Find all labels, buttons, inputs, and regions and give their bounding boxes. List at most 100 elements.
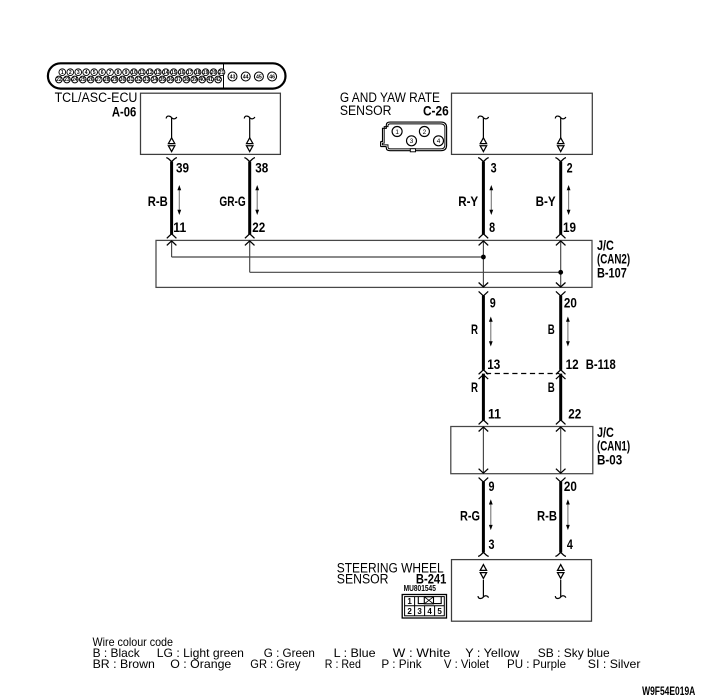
- svg-text:9: 9: [490, 294, 496, 310]
- svg-text:Y : Yellow: Y : Yellow: [465, 646, 520, 660]
- svg-text:3: 3: [489, 536, 495, 552]
- svg-text:3: 3: [417, 607, 422, 616]
- svg-text:22: 22: [568, 405, 581, 421]
- svg-text:15: 15: [171, 70, 177, 76]
- svg-text:L : Blue: L : Blue: [334, 646, 376, 660]
- svg-text:R : Red: R : Red: [325, 657, 361, 671]
- svg-text:10: 10: [131, 70, 137, 76]
- svg-text:GR-G: GR-G: [219, 193, 245, 209]
- svg-text:33: 33: [144, 77, 150, 83]
- svg-text:B: B: [548, 379, 555, 395]
- svg-text:B: B: [548, 321, 555, 337]
- svg-text:B-Y: B-Y: [536, 193, 557, 209]
- svg-text:45: 45: [256, 74, 262, 80]
- svg-text:W9F54E019A: W9F54E019A: [642, 686, 695, 698]
- svg-text:J/C: J/C: [597, 237, 614, 253]
- svg-text:7: 7: [109, 70, 112, 76]
- svg-text:B-03: B-03: [597, 452, 622, 468]
- svg-text:2: 2: [407, 607, 412, 616]
- svg-text:2: 2: [423, 129, 427, 136]
- svg-text:4: 4: [85, 70, 88, 76]
- svg-text:TCL/ASC-ECU: TCL/ASC-ECU: [55, 90, 138, 105]
- svg-text:4: 4: [437, 138, 441, 145]
- svg-text:26: 26: [88, 77, 94, 83]
- svg-text:G AND YAW RATE: G AND YAW RATE: [340, 90, 440, 105]
- svg-text:LG : Light green: LG : Light green: [157, 646, 244, 660]
- svg-text:4: 4: [567, 536, 573, 552]
- svg-text:R-G: R-G: [460, 507, 480, 523]
- svg-text:3: 3: [410, 138, 414, 145]
- svg-text:SB : Sky blue: SB : Sky blue: [538, 646, 610, 660]
- svg-text:J/C: J/C: [597, 424, 614, 440]
- svg-text:2: 2: [69, 70, 72, 76]
- svg-text:44: 44: [243, 74, 249, 80]
- svg-text:3: 3: [491, 160, 497, 176]
- svg-text:19: 19: [563, 219, 576, 235]
- svg-text:25: 25: [80, 77, 86, 83]
- svg-text:G : Green: G : Green: [264, 646, 315, 660]
- svg-text:18: 18: [195, 70, 201, 76]
- svg-text:32: 32: [136, 77, 142, 83]
- svg-text:29: 29: [112, 77, 118, 83]
- svg-text:40: 40: [199, 77, 205, 83]
- svg-text:3: 3: [77, 70, 80, 76]
- svg-text:BR : Brown: BR : Brown: [93, 657, 155, 671]
- svg-text:11: 11: [139, 70, 145, 76]
- svg-text:SENSOR: SENSOR: [337, 571, 389, 586]
- svg-text:46: 46: [269, 74, 275, 80]
- svg-text:R: R: [471, 379, 478, 395]
- svg-text:(CAN2): (CAN2): [597, 251, 630, 267]
- svg-text:V : Violet: V : Violet: [444, 657, 490, 671]
- svg-text:16: 16: [179, 70, 185, 76]
- svg-text:W : White: W : White: [393, 646, 451, 660]
- svg-text:GR : Grey: GR : Grey: [250, 657, 300, 671]
- svg-text:PU : Purple: PU : Purple: [507, 657, 566, 671]
- svg-text:39: 39: [191, 77, 197, 83]
- svg-text:STEERING WHEEL: STEERING WHEEL: [337, 560, 444, 575]
- svg-text:5: 5: [93, 70, 96, 76]
- svg-text:23: 23: [64, 77, 70, 83]
- svg-text:1: 1: [395, 129, 399, 136]
- svg-text:37: 37: [176, 77, 182, 83]
- svg-text:31: 31: [128, 77, 134, 83]
- svg-text:36: 36: [168, 77, 174, 83]
- svg-text:R-B: R-B: [148, 193, 168, 209]
- svg-text:34: 34: [152, 77, 158, 83]
- svg-text:13: 13: [155, 70, 161, 76]
- svg-text:B-241: B-241: [416, 570, 447, 586]
- svg-text:1: 1: [61, 70, 64, 76]
- svg-text:C-26: C-26: [423, 102, 449, 118]
- svg-text:6: 6: [101, 70, 104, 76]
- svg-text:35: 35: [160, 77, 166, 83]
- svg-text:20: 20: [211, 70, 217, 76]
- svg-text:17: 17: [187, 70, 193, 76]
- svg-text:28: 28: [104, 77, 110, 83]
- svg-text:SENSOR: SENSOR: [340, 103, 392, 118]
- svg-text:38: 38: [255, 160, 268, 176]
- svg-text:12: 12: [147, 70, 153, 76]
- svg-text:20: 20: [564, 478, 577, 494]
- svg-text:9: 9: [125, 70, 128, 76]
- svg-text:13: 13: [487, 356, 500, 372]
- svg-text:A-06: A-06: [112, 104, 137, 120]
- svg-text:43: 43: [230, 74, 236, 80]
- svg-text:42: 42: [215, 77, 221, 83]
- svg-text:8: 8: [117, 70, 120, 76]
- svg-text:11: 11: [173, 219, 186, 235]
- svg-text:11: 11: [488, 405, 501, 421]
- svg-text:R: R: [471, 321, 478, 337]
- svg-text:B-107: B-107: [597, 265, 627, 281]
- svg-text:19: 19: [203, 70, 209, 76]
- svg-text:(CAN1): (CAN1): [597, 438, 630, 454]
- svg-text:9: 9: [489, 478, 495, 494]
- svg-text:12: 12: [566, 356, 579, 372]
- svg-text:8: 8: [489, 219, 495, 235]
- svg-text:39: 39: [176, 160, 189, 176]
- svg-text:27: 27: [96, 77, 102, 83]
- svg-text:22: 22: [252, 219, 265, 235]
- svg-text:1: 1: [407, 597, 412, 606]
- svg-text:5: 5: [437, 607, 442, 616]
- svg-text:MU801545: MU801545: [404, 583, 437, 593]
- svg-text:30: 30: [120, 77, 126, 83]
- svg-text:B-118: B-118: [586, 356, 616, 372]
